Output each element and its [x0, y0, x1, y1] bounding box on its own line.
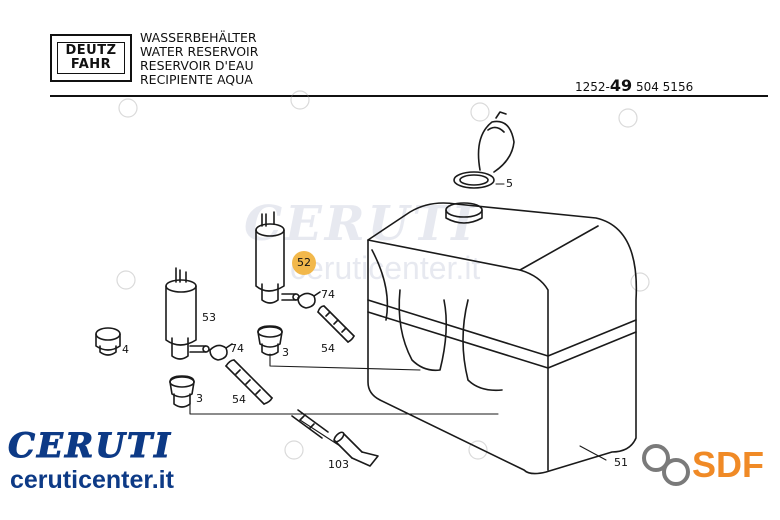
- watermark-brand: CERUTI: [244, 196, 477, 252]
- hose-upper: [317, 305, 355, 343]
- header-rule: [50, 95, 768, 97]
- callout-3-upper: 3: [282, 346, 289, 359]
- deutz-fahr-logo: DEUTZ FAHR: [50, 34, 132, 82]
- callout-51: 51: [614, 456, 628, 469]
- callout-3-lower: 3: [196, 392, 203, 405]
- callout-54-lower: 54: [232, 393, 246, 406]
- filler-cap: [453, 111, 515, 189]
- callout-54-upper: 54: [321, 342, 335, 355]
- callout-52: 52: [292, 251, 316, 275]
- callout-74-lower: 74: [230, 342, 244, 355]
- plug-stopper: [95, 327, 121, 356]
- callout-4: 4: [122, 343, 129, 356]
- callout-103: 103: [328, 458, 349, 471]
- part-number-prefix: 1252-: [575, 80, 610, 94]
- logo-line-1: DEUTZ: [65, 43, 117, 58]
- callout-5: 5: [506, 177, 513, 190]
- hose-clip-lower: [209, 343, 233, 361]
- grommet-upper: [257, 325, 283, 356]
- callout-74-upper: 74: [321, 288, 335, 301]
- water-reservoir-tank: [367, 202, 638, 475]
- hose-lower: [225, 359, 273, 405]
- washer-pump-upper: [255, 211, 300, 304]
- callout-53: 53: [202, 311, 216, 324]
- part-number-suffix: 504 5156: [632, 80, 694, 94]
- connector-nozzle: [333, 431, 379, 467]
- title-spanish: RECIPIENTE AQUA: [140, 72, 253, 87]
- sdf-watermark-marks: [116, 90, 650, 460]
- hose-clip-upper: [297, 291, 321, 309]
- filler-neck: [445, 202, 483, 224]
- ceruti-url: ceruticenter.it: [10, 466, 174, 494]
- logo-line-2: FAHR: [70, 57, 112, 72]
- part-number: 1252-49 504 5156: [575, 76, 693, 95]
- title-english: WATER RESERVOIR: [140, 44, 259, 59]
- ceruti-logo: CERUTI: [7, 426, 173, 467]
- title-french: RESERVOIR D'EAU: [140, 58, 254, 73]
- leader-lines: [189, 183, 607, 461]
- grommet-lower: [169, 375, 195, 408]
- sdf-logo-mark: [642, 444, 690, 486]
- title-german: WASSERBEHÄLTER: [140, 30, 257, 45]
- washer-pump-lower: [165, 267, 210, 360]
- sdf-logo-text: SDF: [692, 444, 764, 485]
- part-number-group: 49: [609, 76, 633, 95]
- sdf-logo: SDF: [640, 440, 775, 490]
